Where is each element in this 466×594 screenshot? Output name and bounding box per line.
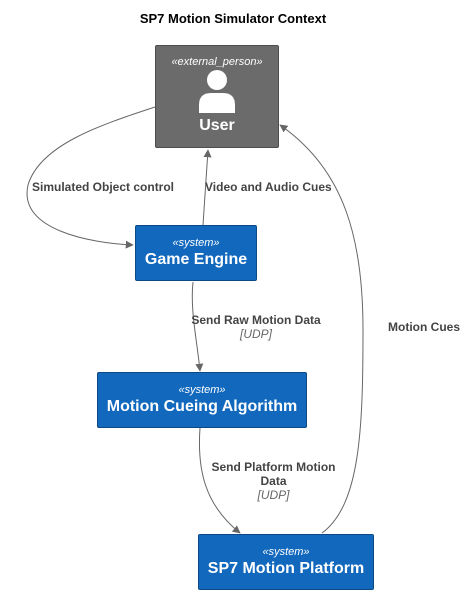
edge-user-to-game-engine xyxy=(26,106,156,249)
node-game-engine-stereotype: «system» xyxy=(172,237,220,249)
edge-game-engine-to-user xyxy=(202,149,212,226)
node-mca-stereotype: «system» xyxy=(178,384,226,396)
node-platform-label: SP7 Motion Platform xyxy=(207,560,365,577)
edge-game-engine-to-mca xyxy=(191,281,204,372)
node-platform-stereotype: «system» xyxy=(262,546,310,558)
edge-label-send-platform-motion-data: Send Platform Motion Data [UDP] xyxy=(205,460,342,502)
edge-label-video-audio-cues: Video and Audio Cues xyxy=(205,180,332,194)
node-mca-label: Motion Cueing Algorithm xyxy=(106,398,298,415)
diagram-title: SP7 Motion Simulator Context xyxy=(139,11,327,26)
node-sp7-motion-platform: «system» SP7 Motion Platform xyxy=(198,534,374,590)
node-user: «external_person» User xyxy=(155,45,279,148)
edge-platform-to-user xyxy=(279,124,364,534)
edge-label-motion-cues: Motion Cues xyxy=(388,320,460,334)
node-user-stereotype: «external_person» xyxy=(171,56,263,68)
node-user-label: User xyxy=(199,117,235,134)
edge-tech-udp-1: [UDP] xyxy=(239,327,272,341)
edge-label-send-platform-motion-data-text: Send Platform Motion Data xyxy=(211,460,336,488)
edge-label-simulated-object-control: Simulated Object control xyxy=(32,180,175,194)
edge-label-send-raw-motion-data-text: Send Raw Motion Data xyxy=(191,313,321,327)
edge-label-send-raw-motion-data: Send Raw Motion Data [UDP] xyxy=(188,313,324,341)
edge-tech-udp-2: [UDP] xyxy=(257,488,290,502)
node-motion-cueing-algorithm: «system» Motion Cueing Algorithm xyxy=(97,372,307,428)
edge-mca-to-platform xyxy=(198,427,241,534)
node-game-engine-label: Game Engine xyxy=(144,251,248,268)
person-icon xyxy=(199,70,235,113)
node-game-engine: «system» Game Engine xyxy=(135,225,257,281)
